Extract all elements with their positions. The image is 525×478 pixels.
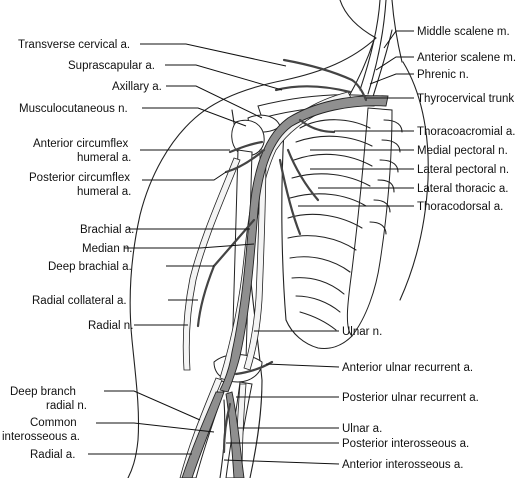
scalene-muscles: [347, 0, 393, 101]
deep-brachial: [212, 218, 256, 268]
arteries: [181, 58, 389, 478]
label-ulnar-artery: Ulnar a.: [342, 423, 382, 435]
lateral-thoracic: [286, 148, 320, 202]
thoracodorsal: [278, 158, 302, 236]
label-lateral-thoracic: Lateral thoracic a.: [417, 183, 508, 195]
thyrocervical-trunk: [350, 78, 368, 102]
ant-circumflex: [228, 140, 264, 154]
leader-phrenic: [369, 73, 414, 85]
leader-transverse-cervical: [140, 43, 287, 67]
label-thoracodorsal: Thoracodorsal a.: [417, 201, 503, 213]
label-posterior-circumflex-2: humeral a.: [77, 186, 131, 198]
radial-artery: [181, 391, 225, 478]
label-suprascapular: Suprascapular a.: [68, 60, 155, 72]
leader-musculocutaneous: [142, 107, 247, 127]
label-post-ulnar-recurrent: Posterior ulnar recurrent a.: [342, 392, 479, 404]
label-lateral-pectoral: Lateral pectoral n.: [417, 164, 509, 176]
interosseous: [222, 402, 232, 454]
radial-collateral: [196, 264, 216, 328]
radial-nerve-shape: [182, 157, 241, 371]
leader-ant-ulnar-recurrent: [265, 363, 340, 368]
ulnar-nerve-shape: [243, 149, 267, 371]
label-median: Median n.: [82, 243, 133, 255]
label-ulnar-nerve: Ulnar n.: [342, 326, 382, 338]
bones: [185, 94, 375, 478]
label-posterior-circumflex-1: Posterior circumflex: [29, 172, 130, 184]
label-radial-nerve: Radial n.: [88, 320, 133, 332]
post-circumflex: [224, 148, 266, 174]
rib-cage: [281, 107, 403, 350]
label-anterior-circumflex-2: humeral a.: [77, 152, 131, 164]
label-anterior-scalene: Anterior scalene m.: [417, 52, 516, 64]
leader-suprascapular: [165, 64, 283, 91]
labels-left: Transverse cervical a. Suprascapular a. …: [2, 39, 162, 461]
leader-deep-branch: [104, 390, 201, 421]
leader-ant-interosseous: [223, 459, 340, 465]
label-brachial: Brachial a.: [80, 224, 134, 236]
label-anterior-circumflex-1: Anterior circumflex: [33, 138, 128, 150]
label-deep-brachial: Deep brachial a.: [48, 261, 132, 273]
label-transverse-cervical: Transverse cervical a.: [18, 39, 130, 51]
label-medial-pectoral: Medial pectoral n.: [417, 145, 508, 157]
label-ant-interosseous: Anterior interosseous a.: [342, 459, 463, 471]
humerus-head: [231, 119, 265, 157]
label-axillary: Axillary a.: [112, 81, 162, 93]
label-thyrocervical: Thyrocervical trunk: [417, 93, 514, 105]
thoracoacromial: [298, 118, 336, 134]
transverse-cervical: [282, 58, 354, 82]
labels-right: Middle scalene m. Anterior scalene m. Ph…: [342, 26, 516, 471]
label-radial-artery: Radial a.: [30, 449, 75, 461]
label-deep-branch-2: radial n.: [46, 400, 87, 412]
suprascapular: [274, 85, 352, 94]
label-common-interosseous-1: Common: [30, 417, 77, 429]
label-deep-branch-1: Deep branch: [10, 386, 76, 398]
leader-axillary: [166, 85, 263, 119]
label-radial-collateral: Radial collateral a.: [32, 295, 127, 307]
leader-common-interosseous: [96, 422, 215, 433]
leader-anterior-scalene: [375, 56, 414, 71]
leader-middle-scalene: [383, 30, 414, 49]
ulnar-recurrents: [234, 360, 274, 376]
label-common-interosseous-2: interosseous a.: [2, 431, 80, 443]
leader-posterior-circumflex: [142, 171, 227, 181]
label-ant-ulnar-recurrent: Anterior ulnar recurrent a.: [342, 362, 473, 374]
label-phrenic: Phrenic n.: [417, 69, 469, 81]
label-post-interosseous: Posterior interosseous a.: [342, 438, 469, 450]
label-musculocutaneous: Musculocutaneous n.: [19, 103, 128, 115]
leader-lines: [88, 30, 414, 465]
label-thoracoacromial: Thoracoacromial a.: [417, 126, 515, 138]
label-middle-scalene: Middle scalene m.: [417, 26, 510, 38]
leader-median: [124, 243, 255, 249]
subclavian-axillary-brachial: [219, 95, 389, 393]
